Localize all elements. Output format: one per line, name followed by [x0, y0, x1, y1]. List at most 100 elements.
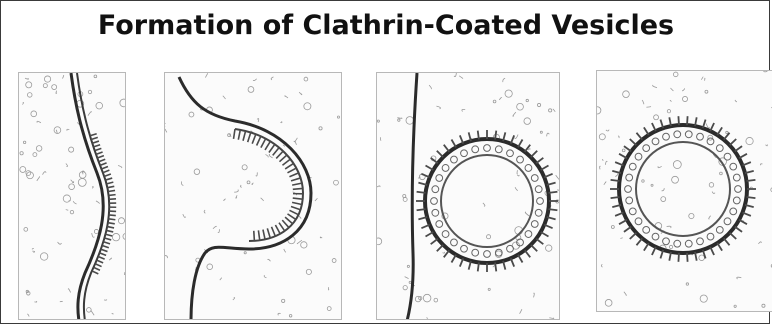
speckle-mark [165, 123, 166, 126]
speckle-mark [289, 315, 292, 318]
coat-tick [100, 253, 107, 255]
coat-tick [238, 130, 240, 140]
speckle-mark [43, 84, 47, 88]
coat-tick [644, 127, 649, 135]
speckle-mark [334, 180, 339, 185]
coat-bead [495, 146, 502, 153]
coat-tick [287, 168, 296, 173]
coat-tick [636, 133, 642, 140]
coat-bead [525, 165, 532, 172]
coat-beads [431, 145, 544, 258]
speckle-mark [443, 252, 445, 253]
coat-tick [289, 173, 298, 177]
speckle-mark [514, 134, 518, 138]
speckle-mark [88, 90, 91, 93]
speckle-mark [34, 301, 36, 302]
speckle-mark [267, 259, 270, 261]
coat-tick [108, 190, 115, 191]
coat-tick [746, 180, 755, 181]
coat-tick [107, 186, 114, 187]
speckle-mark [78, 178, 86, 186]
speckle-mark [223, 199, 225, 201]
speckle-mark [528, 149, 530, 151]
speckle-mark [253, 79, 257, 81]
coat-tick [261, 139, 266, 148]
coat-tick [636, 238, 642, 245]
speckle-mark [434, 298, 438, 302]
speckle-mark [415, 296, 420, 301]
speckle-mark [670, 100, 671, 101]
speckle-mark [204, 210, 205, 213]
coat-tick [630, 233, 637, 239]
speckle-mark [642, 180, 644, 182]
speckle-mark [248, 87, 254, 93]
speckle-mark [488, 288, 490, 290]
coat-tick [282, 159, 290, 165]
coat-tick [541, 166, 549, 171]
coat-tick [265, 141, 270, 149]
speckle-mark [513, 112, 516, 116]
speckle-mark [304, 103, 311, 110]
speckle-mark [304, 77, 308, 81]
coat-bead [531, 221, 538, 228]
budding-vesicle-drawing [377, 73, 560, 320]
speckle-mark [23, 141, 25, 143]
coat-tick [444, 145, 449, 152]
coat-tick [285, 217, 293, 224]
speckle-mark [667, 226, 672, 228]
speckle-mark [257, 119, 259, 122]
speckle-mark [682, 96, 687, 101]
coat-tick [426, 166, 434, 171]
speckle-mark [96, 201, 99, 204]
speckle-mark [517, 175, 519, 176]
coat-tick [292, 183, 302, 185]
plasma-membrane-line [407, 73, 417, 320]
coat-tick [536, 239, 543, 244]
coat-bead [643, 226, 650, 233]
coat-bead [635, 218, 642, 225]
speckle-mark [92, 187, 93, 189]
vesicle-outer-ring [619, 125, 747, 253]
coat-tick [611, 197, 620, 198]
speckle-mark [332, 259, 336, 263]
coat-tick [104, 238, 111, 240]
coat-bead [535, 186, 542, 193]
speckle-mark [706, 124, 709, 129]
coat-tick [279, 155, 286, 162]
speckle-mark [623, 91, 630, 98]
speckle-mark [123, 233, 126, 239]
speckle-mark [104, 299, 107, 300]
speckle-mark [112, 233, 119, 240]
coat-tick [273, 148, 279, 156]
coat-bead [724, 153, 731, 160]
speckle-mark [252, 183, 254, 185]
coat-tick [94, 267, 100, 270]
micrograph-coated-pit [164, 72, 342, 320]
figure-title: Formation of Clathrin-Coated Vesicles [0, 10, 772, 41]
speckle-mark [605, 299, 612, 306]
coat-bead [484, 145, 491, 152]
speckle-mark [165, 129, 167, 132]
coat-bead [507, 150, 514, 157]
speckle-mark [264, 275, 266, 278]
coat-tick [452, 140, 457, 148]
coat-bead [724, 218, 731, 225]
speckle-mark [642, 100, 644, 104]
speckle-mark [720, 172, 723, 175]
coated-pit-drawing [165, 73, 342, 320]
coat-tick [282, 220, 289, 227]
speckle-mark [319, 127, 322, 130]
speckle-mark [737, 277, 742, 279]
speckle-mark [32, 248, 33, 249]
coat-tick [417, 192, 426, 193]
coat-bead [643, 145, 650, 152]
speckle-mark [765, 144, 767, 145]
speckle-mark [622, 149, 625, 152]
speckle-mark [27, 93, 32, 98]
speckle-mark [701, 77, 703, 80]
coat-bead [733, 197, 740, 204]
coat-tick [108, 223, 115, 224]
speckle-mark [462, 109, 465, 111]
speckle-mark [689, 213, 694, 218]
speckle-mark [620, 238, 622, 239]
